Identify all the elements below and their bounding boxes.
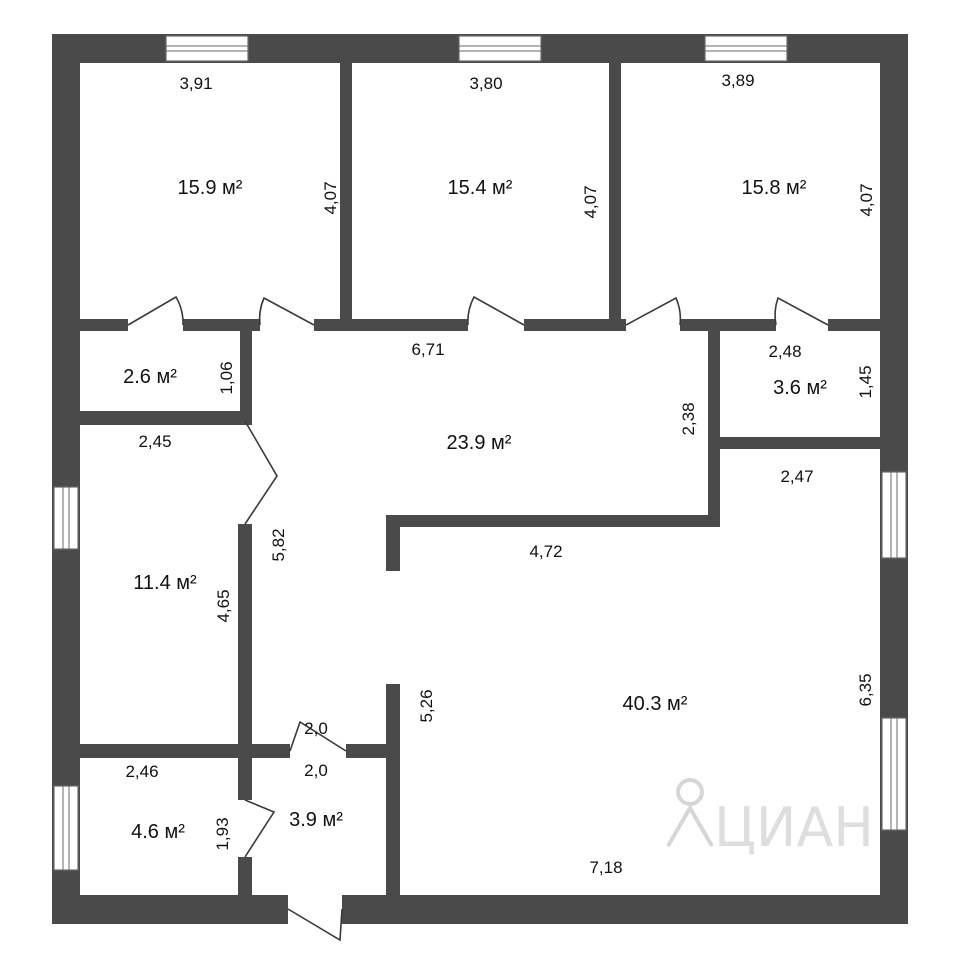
dim-bedroom1-height: 4,07 — [321, 181, 340, 214]
room-area-bedroom-1: 15.9 м² — [178, 177, 243, 199]
room-area-room-4: 11.4 м² — [133, 572, 197, 594]
dim-vestibule-width: 2,0 — [304, 761, 328, 780]
dim-living-left-height: 5,26 — [417, 689, 436, 722]
dim-living-top-width: 2,47 — [780, 467, 813, 486]
window-top-2 — [458, 35, 542, 62]
dim-room4-width: 2,45 — [138, 432, 171, 451]
dim-bedroom3-width: 3,89 — [721, 71, 754, 90]
dim-bath-width: 2,46 — [125, 762, 158, 781]
room-area-hall: 23.9 м² — [447, 432, 512, 454]
room-area-closet-1: 2.6 м² — [123, 366, 177, 388]
dim-living-right-height: 6,35 — [856, 673, 875, 706]
room-area-bedroom-2: 15.4 м² — [448, 177, 513, 199]
room-area-bath: 4.6 м² — [131, 821, 185, 843]
dim-hall-width: 6,71 — [411, 340, 444, 359]
dim-hall-height: 2,38 — [679, 402, 698, 435]
dim-closet2-width: 2,48 — [768, 342, 801, 361]
room-area-bedroom-3: 15.8 м² — [742, 177, 807, 199]
room-area-vestibule: 3.9 м² — [289, 809, 343, 831]
window-right-2 — [881, 717, 907, 831]
windows — [53, 35, 907, 871]
window-left-1 — [53, 486, 79, 550]
dim-living-width: 7,18 — [589, 858, 622, 877]
watermark-text: ЦИАН — [714, 796, 874, 859]
window-left-2 — [53, 785, 79, 871]
dim-closet2-height: 1,45 — [856, 365, 875, 398]
dim-partition-width: 4,72 — [529, 542, 562, 561]
window-top-1 — [165, 35, 249, 62]
room-area-living: 40.3 м² — [623, 693, 688, 715]
dim-vestibule-top-width: 2,0 — [304, 719, 328, 738]
dim-room4-height: 4,65 — [214, 589, 233, 622]
room-labels: 15.9 м² 15.4 м² 15.8 м² 2.6 м² 23.9 м² 3… — [123, 177, 827, 843]
dim-closet1-height: 1,06 — [217, 361, 236, 394]
dim-bedroom2-height: 4,07 — [581, 185, 600, 218]
watermark: ЦИАН — [666, 778, 874, 859]
dim-bath-height: 1,93 — [213, 817, 232, 850]
interior-walls — [80, 63, 880, 895]
window-right-1 — [881, 471, 907, 559]
window-top-3 — [704, 35, 788, 62]
dimension-labels: 3,91 3,80 3,89 4,07 4,07 4,07 6,71 1,06 … — [125, 71, 876, 877]
dim-bedroom3-height: 4,07 — [857, 183, 876, 216]
dim-corridor-height: 5,82 — [269, 528, 288, 561]
watermark-logo-icon — [666, 778, 714, 848]
doors — [127, 295, 829, 942]
dim-bedroom1-width: 3,91 — [179, 74, 212, 93]
room-area-closet-2: 3.6 м² — [773, 377, 827, 399]
dim-bedroom2-width: 3,80 — [469, 74, 502, 93]
